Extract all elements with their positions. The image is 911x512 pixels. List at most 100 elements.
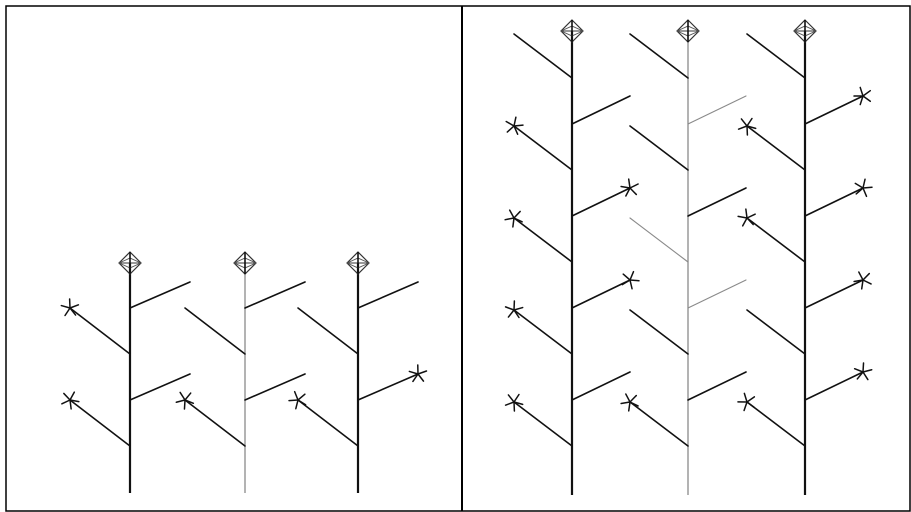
flower-petal [508, 310, 514, 317]
flower-petal [629, 402, 630, 411]
branch [514, 402, 572, 446]
flower-petal [747, 397, 754, 402]
flower-tip-icon [62, 392, 79, 409]
flower-petal [630, 272, 633, 280]
flower-petal [863, 274, 869, 280]
flower-tip-icon [621, 179, 638, 196]
flower-tip-icon [621, 394, 638, 411]
branch [805, 372, 863, 400]
flower-petal [514, 117, 516, 126]
flower-petal [506, 121, 514, 126]
branch [747, 34, 805, 78]
branch [70, 400, 130, 446]
figure-frame [6, 6, 910, 511]
branch [747, 402, 805, 446]
flower-petal [289, 400, 298, 401]
flower-tip-icon [854, 87, 870, 104]
flower-petal [62, 400, 70, 404]
panel-right [505, 20, 872, 495]
branch [185, 308, 245, 354]
flower-petal [295, 392, 298, 400]
flower-petal [621, 186, 630, 188]
flower-tip-icon [176, 392, 193, 409]
flower-petal [507, 126, 514, 132]
flower-tip-icon [855, 179, 872, 196]
branch [298, 308, 358, 354]
flower-petal [863, 91, 870, 96]
flower-petal [629, 179, 630, 188]
branch [747, 310, 805, 354]
flower-tip-icon [855, 363, 872, 380]
branch [70, 308, 130, 354]
branch [514, 126, 572, 170]
branch [572, 280, 630, 308]
flower-petal [747, 214, 755, 218]
flower-tip-icon [738, 393, 754, 410]
flower-petal [506, 307, 514, 310]
plant [289, 252, 426, 493]
flower-tip-icon [289, 392, 306, 409]
flower-petal [863, 280, 871, 284]
branch [630, 402, 688, 446]
flower-tip-icon [409, 365, 426, 381]
flower-petal [744, 402, 747, 411]
branch [514, 310, 572, 354]
flower-petal [418, 371, 426, 374]
flower-tip-icon [854, 272, 871, 289]
apex-bud-icon [234, 252, 256, 274]
flower-petal [746, 209, 747, 218]
branch [185, 400, 245, 446]
branch [688, 96, 746, 124]
branch [747, 218, 805, 262]
flower-petal [505, 218, 514, 220]
branch [747, 126, 805, 170]
branch [245, 282, 305, 308]
flower-petal [859, 272, 863, 280]
branch [130, 374, 190, 400]
flower-petal [630, 280, 632, 289]
apex-bud-icon [794, 20, 816, 42]
flower-petal [184, 400, 185, 409]
flower-petal [630, 396, 636, 402]
branch [572, 96, 630, 124]
flower-tip-icon [739, 118, 756, 134]
flower-petal [70, 392, 74, 400]
flower-petal [630, 280, 639, 281]
plant [738, 20, 872, 495]
flower-petal [630, 184, 638, 188]
flower-petal [296, 400, 298, 409]
flower-tip-icon [738, 209, 755, 226]
flower-petal [510, 210, 514, 218]
plant [505, 20, 639, 495]
apex-bud-icon [119, 252, 141, 274]
flower-petal [630, 188, 636, 194]
flower-petal [747, 402, 754, 407]
flower-petal [863, 372, 868, 380]
apex-bud-icon [677, 20, 699, 42]
flower-petal [64, 393, 70, 400]
flower-petal [180, 392, 185, 400]
flower-petal [747, 118, 752, 126]
panel-left [61, 252, 426, 493]
flower-petal [65, 308, 70, 315]
branch [358, 374, 418, 400]
branch [805, 188, 863, 216]
flower-petal [61, 306, 70, 308]
flower-petal [623, 274, 630, 280]
branch [298, 400, 358, 446]
flower-petal [626, 394, 630, 402]
apex-bud-icon [347, 252, 369, 274]
plant [61, 252, 190, 493]
branch [514, 218, 572, 262]
flower-petal [508, 395, 514, 402]
flower-petal [176, 400, 185, 402]
branch [630, 34, 688, 78]
flower-petal [298, 394, 305, 400]
branch [358, 282, 418, 308]
flower-petal [743, 218, 747, 226]
flower-petal [418, 374, 423, 381]
branch [805, 96, 863, 124]
flower-petal [514, 211, 520, 218]
